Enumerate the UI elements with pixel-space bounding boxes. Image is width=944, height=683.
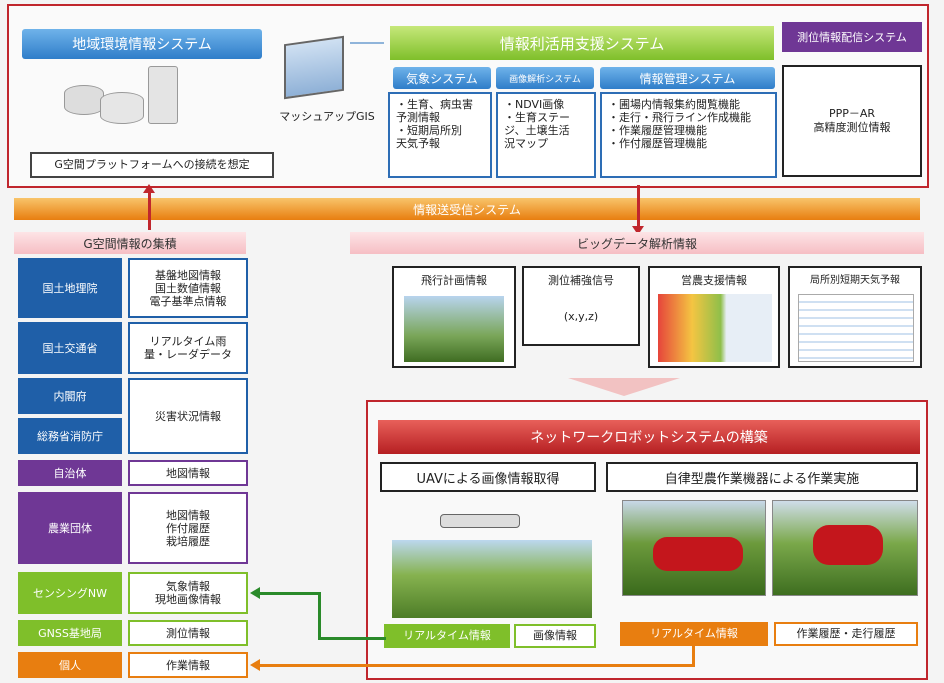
farm-support-image [658, 294, 772, 362]
up-arrowhead [143, 184, 155, 193]
org-info: 基盤地図情報 国土数値情報 電子基準点情報 [128, 258, 248, 318]
down-arrow [637, 185, 640, 227]
network-header: ネットワークロボットシステムの構築 [378, 420, 920, 454]
weather-system-header: 気象システム [393, 67, 491, 89]
org-label: センシングNW [18, 572, 122, 614]
org-label: 農業団体 [18, 492, 122, 564]
green-arrowhead [250, 587, 260, 599]
green-connector [260, 592, 320, 595]
bigdata-card: 局所別短期天気予報 [788, 266, 922, 368]
realtime-badge-green: リアルタイム情報 [384, 624, 510, 648]
server-icon [148, 66, 178, 124]
robot-image [772, 500, 918, 596]
org-info: 災害状況情報 [128, 378, 248, 454]
computer-screen-icon [284, 35, 344, 100]
database-icon [100, 92, 144, 124]
robot-image [622, 500, 766, 596]
robot-body [813, 525, 883, 565]
green-connector [318, 592, 321, 638]
arrow-right-icon [350, 42, 384, 44]
positioning-system-header: 測位情報配信システム [782, 22, 922, 52]
org-info: 作業情報 [128, 652, 248, 678]
image-items: ・NDVI画像 ・生育ステー ジ、土壌生活 況マップ [496, 92, 596, 178]
weather-items: ・生育、病虫害 予測情報 ・短期局所別 天気予報 [388, 92, 492, 178]
bigdata-card: 飛行計画情報 [392, 266, 516, 368]
org-label: 総務省消防庁 [18, 418, 122, 454]
bigdata-card: 測位補強信号 (x,y,z) [522, 266, 640, 346]
org-label: 自治体 [18, 460, 122, 486]
org-label: 内閣府 [18, 378, 122, 414]
org-label: 個人 [18, 652, 122, 678]
org-info: リアルタイム雨 量・レーダデータ [128, 322, 248, 374]
auto-box: 自律型農作業機器による作業実施 [606, 462, 918, 492]
uav-field-image [392, 540, 592, 618]
card-title: 測位補強信号 [548, 274, 614, 287]
history-badge: 作業履歴・走行履歴 [774, 622, 918, 646]
transceiver-bar: 情報送受信システム [14, 198, 920, 220]
ppp-box: PPP－AR 高精度測位情報 [782, 65, 922, 177]
info-system-header: 情報管理システム [600, 67, 775, 89]
forecast-table-image [798, 294, 914, 362]
card-title: 飛行計画情報 [421, 274, 487, 287]
platform-note-box: G空間プラットフォームへの接続を想定 [30, 152, 274, 178]
info-items: ・圃場内情報集約閲覧機能 ・走行・飛行ライン作成機能 ・作業履歴管理機能 ・作付… [600, 92, 777, 178]
history-label: 作業履歴・走行履歴 [796, 627, 896, 640]
down-arrowhead [632, 226, 644, 235]
realtime-label: リアルタイム情報 [650, 627, 738, 640]
realtime-label: リアルタイム情報 [403, 629, 491, 642]
down-flow-arrow [568, 378, 680, 396]
org-info: 測位情報 [128, 620, 248, 646]
robot-body [653, 537, 743, 571]
image-info-badge: 画像情報 [514, 624, 596, 648]
card-title: 局所別短期天気予報 [810, 275, 900, 286]
support-system-header: 情報利活用支援システム [390, 26, 774, 60]
uav-label: UAVによる画像情報取得 [416, 471, 560, 487]
database-icon [64, 85, 104, 115]
left-row: 国土交通省 リアルタイム雨 量・レーダデータ [18, 322, 248, 374]
mashup-gis-label: マッシュアップGIS [279, 110, 375, 123]
org-info: 気象情報 現地画像情報 [128, 572, 248, 614]
left-row: 国土地理院 基盤地図情報 国土数値情報 電子基準点情報 [18, 258, 248, 318]
orange-arrowhead [250, 659, 260, 671]
bigdata-card: 営農支援情報 [648, 266, 780, 368]
regional-system-header: 地域環境情報システム [22, 29, 262, 59]
green-connector [318, 637, 386, 640]
uav-box: UAVによる画像情報取得 [380, 462, 596, 492]
image-info-label: 画像情報 [533, 629, 577, 642]
flight-plan-image [404, 296, 504, 362]
auto-label: 自律型農作業機器による作業実施 [664, 471, 860, 487]
org-label: 国土地理院 [18, 258, 122, 318]
orange-connector [692, 646, 695, 667]
orange-connector [258, 664, 694, 667]
drone-icon [440, 514, 520, 528]
card-title: 営農支援情報 [681, 274, 747, 287]
ppp-text: PPP－AR 高精度測位情報 [813, 107, 891, 134]
org-info: 地図情報 [128, 460, 248, 486]
realtime-badge-orange: リアルタイム情報 [620, 622, 768, 646]
bigdata-header: ビッグデータ解析情報 [350, 232, 924, 254]
up-arrow [148, 188, 151, 230]
org-label: GNSS基地局 [18, 620, 122, 646]
org-label: 国土交通省 [18, 322, 122, 374]
org-info: 地図情報 作付履歴 栽培履歴 [128, 492, 248, 564]
platform-note: G空間プラットフォームへの接続を想定 [54, 158, 250, 171]
coords-text: (x,y,z) [563, 310, 599, 323]
g-space-header: G空間情報の集積 [14, 232, 246, 254]
image-system-header: 画像解析システム [496, 67, 594, 89]
